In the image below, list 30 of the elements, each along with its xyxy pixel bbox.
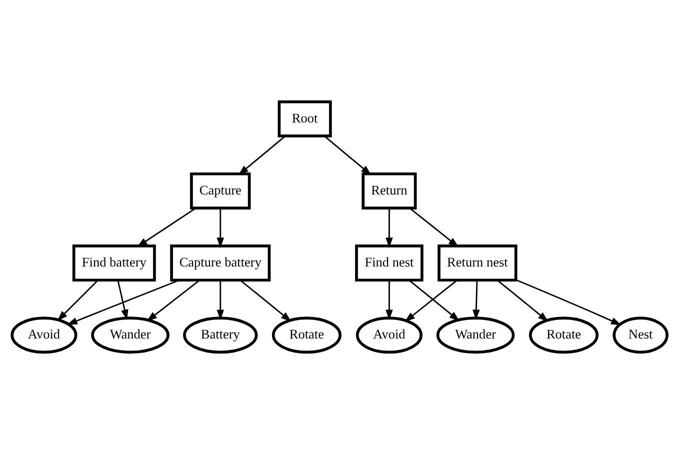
node-box: Find nest [355,244,424,282]
node-box: Capture battery [170,244,271,282]
arrow [66,279,180,324]
arrow [386,280,393,320]
arrow [240,279,292,322]
arrow [497,279,548,322]
node-ellipse: Wander [91,316,170,354]
node-box: Capture [190,172,251,209]
arrow [516,278,622,325]
node-box: Find battery [72,244,156,282]
node-ellipse: Rotate [272,316,342,354]
node-ellipse: Rotate [528,316,599,354]
arrow [238,135,286,175]
arrow [216,208,224,248]
node-box: Return nest [438,244,518,282]
arrow [216,280,224,320]
arrow [324,135,372,175]
node-ellipse: Battery [183,316,258,354]
arrow [146,279,200,321]
arrow [409,207,459,247]
node-box: Return [362,172,417,209]
node-ellipse: Nest [612,316,668,354]
arrow [386,208,393,248]
node-ellipse: Avoid [356,316,423,354]
arrow [472,280,480,320]
arrow [117,280,128,320]
arrow [136,207,196,247]
arrow [57,279,98,320]
node-ellipse: Wander [436,316,515,354]
node-box: Root [278,100,332,137]
